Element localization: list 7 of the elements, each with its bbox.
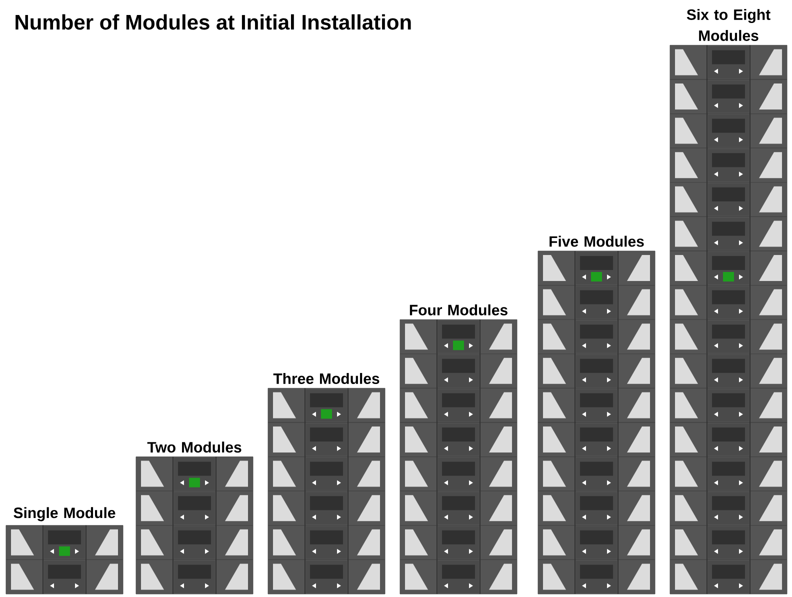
stack-label: Three Modules [273, 372, 380, 384]
title: Number of Modules at Initial Installation [16, 14, 411, 30]
stack-label: Five Modules [550, 236, 644, 247]
stack-label: Two Modules [147, 442, 242, 453]
stack-label: Four Modules [410, 304, 508, 316]
stack-label: Single Module [14, 507, 116, 522]
stack-label: Six to Eight Modules [686, 8, 770, 41]
